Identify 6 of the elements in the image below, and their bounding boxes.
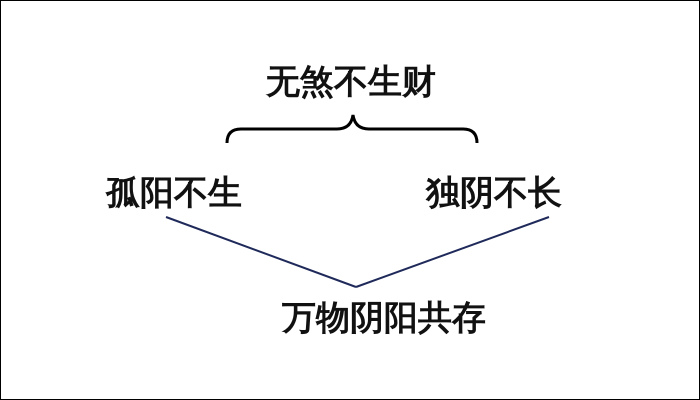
connector-line [166,216,356,288]
node-text: 万物阴阳共存 [282,297,486,340]
node-text: 独阴不长 [426,172,562,215]
title: 无煞不生财 [264,61,437,104]
node-text: 孤阳不生 [106,172,242,215]
connector-line [356,216,550,288]
